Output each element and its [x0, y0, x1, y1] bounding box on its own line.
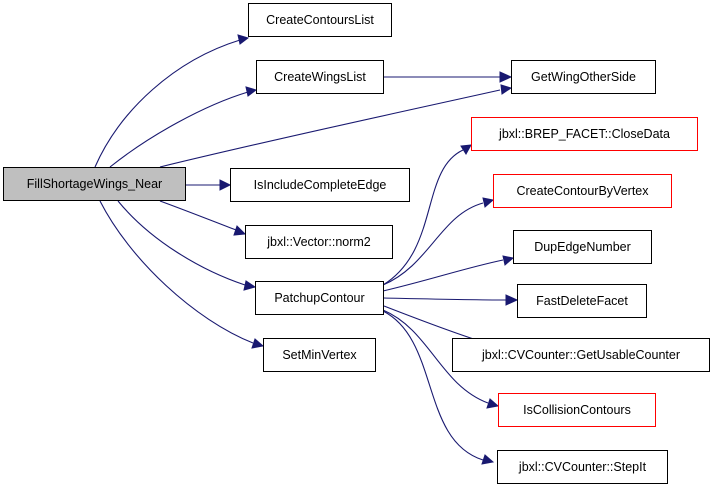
- node-get-wing-other-side[interactable]: GetWingOtherSide: [511, 60, 656, 94]
- node-label: FillShortageWings_Near: [26, 177, 163, 191]
- node-label: jbxl::BREP_FACET::CloseData: [499, 127, 670, 141]
- node-create-wings-list[interactable]: CreateWingsList: [256, 60, 384, 94]
- edge-fill-to-create-wings-list: [109, 91, 249, 168]
- arrowhead-brep-facet-close-data: [460, 144, 472, 155]
- arrowhead-create-contours-list: [237, 34, 250, 45]
- edge-fill-to-vector-norm2: [159, 200, 237, 231]
- node-label: IsIncludeCompleteEdge: [253, 178, 387, 192]
- edge-fill-to-create-contours-list: [94, 39, 241, 168]
- node-create-contours-list[interactable]: CreateContoursList: [248, 3, 392, 37]
- arrowhead-get-wing-other-side-b: [499, 71, 513, 83]
- node-set-min-vertex[interactable]: SetMinVertex: [263, 338, 376, 372]
- node-label: CreateWingsList: [274, 70, 366, 84]
- node-label: CreateContoursList: [266, 13, 374, 27]
- arrowhead-dup-edge-number: [502, 255, 515, 266]
- node-vector-norm2[interactable]: jbxl::Vector::norm2: [245, 225, 393, 259]
- edge-patchup-to-step-it: [382, 310, 484, 461]
- edge-patchup-to-brep-facet-close-data: [382, 149, 464, 286]
- arrowhead-fast-delete-facet: [505, 294, 519, 306]
- arrowhead-patchup-contour: [243, 280, 257, 291]
- node-fast-delete-facet[interactable]: FastDeleteFacet: [517, 284, 647, 318]
- edge-patchup-to-is-collision-contours: [382, 309, 489, 404]
- node-is-include-complete-edge[interactable]: IsIncludeCompleteEdge: [230, 168, 410, 202]
- arrowhead-vector-norm2: [233, 225, 247, 236]
- edge-fill-to-patchup-contour: [117, 200, 246, 286]
- arrowhead-set-min-vertex: [251, 338, 265, 349]
- arrowhead-create-contour-by-vertex: [482, 197, 495, 208]
- node-label: DupEdgeNumber: [534, 240, 631, 254]
- node-fill-shortage-wings-near[interactable]: FillShortageWings_Near: [3, 167, 186, 201]
- node-cvcounter-get-usable-counter[interactable]: jbxl::CVCounter::GetUsableCounter: [452, 338, 710, 372]
- node-label: jbxl::Vector::norm2: [267, 235, 371, 249]
- edge-patchup-to-create-contour-by-vertex: [382, 202, 484, 286]
- edge-fill-to-set-min-vertex: [99, 200, 254, 344]
- node-dup-edge-number[interactable]: DupEdgeNumber: [513, 230, 652, 264]
- node-cvcounter-step-it[interactable]: jbxl::CVCounter::StepIt: [497, 450, 668, 484]
- node-label: jbxl::CVCounter::GetUsableCounter: [481, 348, 680, 362]
- arrowhead-get-wing-other-side-a: [500, 84, 513, 95]
- arrowhead-step-it: [481, 454, 495, 465]
- edge-patchup-to-dup-edge-number: [382, 259, 504, 292]
- edge-patchup-to-fast-delete-facet: [383, 297, 507, 301]
- node-label: PatchupContour: [274, 291, 365, 305]
- node-brep-facet-close-data[interactable]: jbxl::BREP_FACET::CloseData: [471, 117, 698, 151]
- node-label: IsCollisionContours: [523, 403, 631, 417]
- arrowhead-create-wings-list: [245, 86, 258, 97]
- node-label: GetWingOtherSide: [531, 70, 636, 84]
- node-label: SetMinVertex: [282, 348, 357, 362]
- edge-fill-to-get-wing-other-side: [159, 89, 501, 168]
- node-label: CreateContourByVertex: [516, 184, 649, 198]
- node-is-collision-contours[interactable]: IsCollisionContours: [498, 393, 656, 427]
- node-create-contour-by-vertex[interactable]: CreateContourByVertex: [493, 174, 672, 208]
- node-label: FastDeleteFacet: [536, 294, 628, 308]
- arrowhead-is-collision-contours: [486, 398, 500, 409]
- arrowhead-is-include-complete-edge: [219, 179, 232, 191]
- node-label: jbxl::CVCounter::StepIt: [518, 460, 647, 474]
- node-patchup-contour[interactable]: PatchupContour: [255, 281, 384, 315]
